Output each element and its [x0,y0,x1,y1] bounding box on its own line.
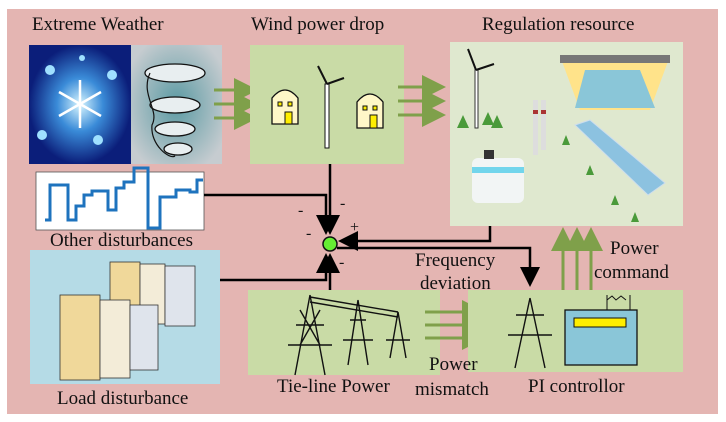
snowflake-image [29,45,131,164]
wind-to-regulation-arrows [398,75,446,127]
label-tie-line-power: Tie-line Power [277,376,390,397]
tornado-image [131,45,222,164]
label-load-disturbance: Load disturbance [57,388,188,409]
label-pi-controller: PI controllor [528,376,625,397]
solar-panel-icon [574,119,666,196]
other-disturbances-plot [35,166,205,231]
weather-to-wind-arrows [214,78,258,130]
label-other-disturbances: Other disturbances [50,230,193,251]
wind-turbine-icon [317,65,345,149]
power-command-arrows [551,227,603,290]
frequency-deviation-line [337,246,540,287]
chimney-icon [533,100,546,155]
signal-lines [204,164,540,290]
sign-tieline: - [339,254,344,271]
sign-regulation: + [350,219,359,236]
other-signal-line [204,193,336,235]
title-extreme-weather: Extreme Weather [32,14,164,35]
house-icon [356,93,384,129]
wind-turbine-icon [467,48,495,129]
buildings-icon [59,261,196,381]
load-disturbance-panel [30,250,220,384]
pi-controller-panel [468,290,683,372]
label-frequency: Frequency [415,250,496,271]
storage-tank-icon [472,150,524,203]
regulation-signal-line [338,226,492,251]
tie-line-panel [248,290,440,376]
wind-power-panel [250,45,404,164]
transmission-tower-icon [508,297,552,369]
title-wind-power-drop: Wind power drop [251,14,384,35]
controller-box-icon [564,295,638,366]
title-regulation-resource: Regulation resource [482,14,634,35]
sign-wind: - [340,195,345,212]
label-deviation: deviation [420,273,491,294]
hydro-dam-icon [560,55,670,110]
sign-load: - [306,225,311,242]
label-power-mismatch-1: Power [429,354,478,375]
house-icon [271,89,299,125]
regulation-resource-panel [450,42,683,226]
label-power-command-2: command [594,262,669,283]
label-power-command-1: Power [610,238,659,259]
transmission-tower-icon [288,294,410,376]
summing-node [322,236,338,252]
sign-other: - [298,202,303,219]
label-power-mismatch-2: mismatch [415,379,489,400]
trees-icon [457,112,503,128]
